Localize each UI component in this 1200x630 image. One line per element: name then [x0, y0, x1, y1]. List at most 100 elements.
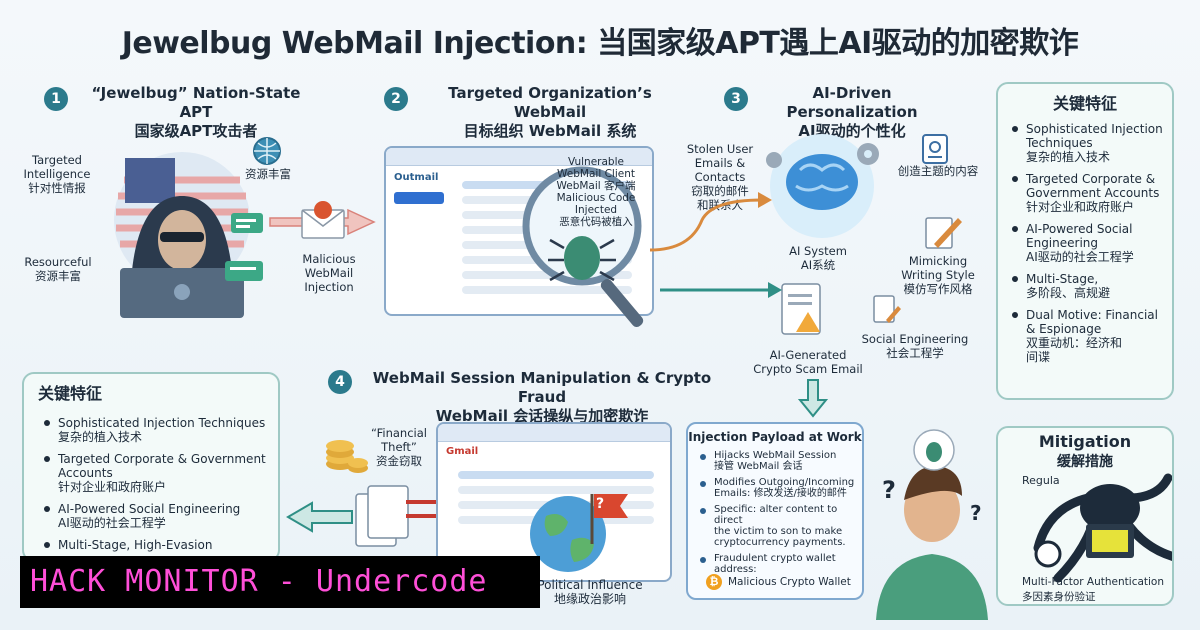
targeted-intel-line-3: 针对性情报 — [28, 181, 86, 195]
mitigation-title-zh: 缓解措施 — [1057, 454, 1113, 470]
mitigation-panel: Mitigation 缓解措施 Regula Multi-Factor Auth… — [996, 426, 1174, 606]
resourceful-line-1: Resourceful — [24, 255, 92, 269]
political-influence-label: Political Influence 地缘政治影响 — [530, 578, 650, 606]
ai-generated-line-1: AI-Generated — [769, 348, 847, 362]
ai-generated-email-label: AI-Generated Crypto Scam Email — [748, 348, 868, 376]
mitigation-item-mfa-zh: 多因素身份验证 — [1022, 591, 1096, 603]
vulnerable-line-1: Vulnerable — [568, 156, 624, 168]
step-1-title-en: “Jewelbug” Nation-State APT — [91, 84, 301, 121]
flag-icon — [594, 494, 628, 518]
page-title: Jewelbug WebMail Injection: 当国家级APT遇上AI驱… — [121, 26, 1079, 61]
step-4-number: 4 — [328, 370, 352, 394]
malicious-injection-label: Malicious WebMail Injection — [294, 252, 364, 294]
step-2-title-zh: 目标组织 WebMail 系统 — [463, 122, 637, 140]
question-mark-on-flag: ? — [596, 496, 605, 512]
compose-button — [394, 192, 444, 204]
gmail-logo: Gmail — [446, 446, 479, 457]
octopus-hacker-icon — [1033, 473, 1172, 583]
outmail-logo: Outmail — [394, 172, 439, 183]
step-4-title-zh: WebMail 会话操纵与加密欺诈 — [435, 407, 649, 425]
step-2-number: 2 — [384, 87, 408, 111]
targeted-intelligence-label: Targeted Intelligence 针对性情报 — [22, 153, 92, 195]
key-features-title-right: 关键特征 — [1052, 94, 1117, 113]
step-2-title: Targeted Organization’s WebMail 目标组织 Web… — [410, 84, 690, 141]
vulnerable-line-5: Injected — [574, 204, 618, 216]
malicious-inj-line-1: Malicious — [302, 252, 356, 266]
injection-payload-box: Injection Payload at Work Hijacks WebMai… — [686, 422, 864, 600]
globe-icon — [253, 137, 281, 165]
vulnerable-line-6: 恶意代码被植入 — [559, 216, 633, 228]
stolen-line-2: Emails & — [694, 156, 746, 170]
gear-icon-2 — [766, 152, 782, 168]
bitcoin-icon: ₿ — [706, 574, 722, 590]
coins-icon — [326, 440, 368, 473]
political-line-2: 地缘政治影响 — [553, 592, 626, 606]
social-eng-line-1: Social Engineering — [861, 332, 969, 346]
scam-email-document-icon — [781, 283, 821, 335]
hack-monitor-banner: HACK MONITOR - Undercode — [20, 556, 540, 608]
resources-label: 资源丰富 — [245, 167, 291, 181]
step-1-number: 1 — [44, 87, 68, 111]
step-2-title-en: Targeted Organization’s WebMail — [448, 84, 652, 121]
social-eng-line-2: 社会工程学 — [886, 346, 944, 360]
step-4-title-en: WebMail Session Manipulation & Crypto Fr… — [372, 369, 712, 406]
mimicking-line-1: Mimicking — [908, 254, 968, 268]
financial-theft-label: “Financial Theft” 资金窃取 — [364, 426, 434, 468]
resourceful-label: Resourceful 资源丰富 — [18, 255, 98, 283]
step-1-title-zh: 国家级APT攻击者 — [134, 122, 258, 140]
pen-document-icon — [925, 217, 962, 249]
arrow-down-to-payload — [798, 379, 828, 418]
arrow-to-left-panel — [286, 501, 353, 533]
financial-line-3: 资金窃取 — [376, 454, 422, 468]
resourceful-line-2: 资源丰富 — [35, 269, 81, 283]
svg-text:?: ? — [882, 476, 896, 504]
stolen-line-4: 窃取的邮件 — [691, 184, 749, 198]
targeted-intel-line-1: Targeted — [32, 153, 82, 167]
financial-line-2: Theft” — [381, 440, 417, 454]
malicious-wallet-label: Malicious Crypto Wallet — [728, 576, 851, 588]
lock-circle-icon — [1034, 540, 1062, 568]
chat-bubble-icon-2 — [225, 261, 263, 281]
mimicking-line-2: Writing Style — [901, 268, 975, 282]
mimicking-label: Mimicking Writing Style 模仿写作风格 — [898, 254, 978, 296]
stolen-line-1: Stolen User — [686, 142, 754, 156]
globe-flag-illustration — [530, 494, 628, 572]
mimicking-line-3: 模仿写作风格 — [903, 282, 973, 296]
key-features-title-left: 关键特征 — [38, 384, 103, 403]
magnifier-icon — [522, 166, 642, 286]
step-4-title: WebMail Session Manipulation & Crypto Fr… — [352, 369, 732, 426]
step-1-title: “Jewelbug” Nation-State APT 国家级APT攻击者 — [76, 84, 316, 141]
step-3-title-en: AI-Driven Personalization — [786, 84, 918, 121]
user-body-icon — [876, 554, 988, 620]
small-bug-icon — [926, 442, 942, 462]
step-3-title: AI-Driven Personalization AI驱动的个性化 — [752, 84, 952, 141]
mitigation-title: Mitigation — [1038, 432, 1132, 451]
confused-user-illustration: ? ? — [876, 429, 988, 620]
gmail-title-bar — [438, 424, 670, 442]
ai-system-label: AI System AI系统 — [778, 244, 858, 272]
stolen-line-3: Contacts — [694, 170, 746, 184]
targeted-intel-line-2: Intelligence — [23, 167, 91, 181]
svg-text:?: ? — [970, 501, 982, 525]
magnifier-with-bug — [522, 166, 644, 328]
ai-system-line-1: AI System — [789, 244, 847, 258]
hacker-illustration — [114, 152, 250, 318]
vulnerable-client-label: Vulnerable WebMail Client WebMail 客户端 Ma… — [546, 156, 646, 228]
malicious-envelope-icon — [301, 201, 345, 239]
documents-stack-icon — [355, 485, 436, 547]
mitigation-item-mfa: Multi-Factor Authentication — [1022, 576, 1165, 588]
ai-system-line-2: AI系统 — [800, 258, 836, 272]
outmail-title-bar — [386, 148, 652, 166]
